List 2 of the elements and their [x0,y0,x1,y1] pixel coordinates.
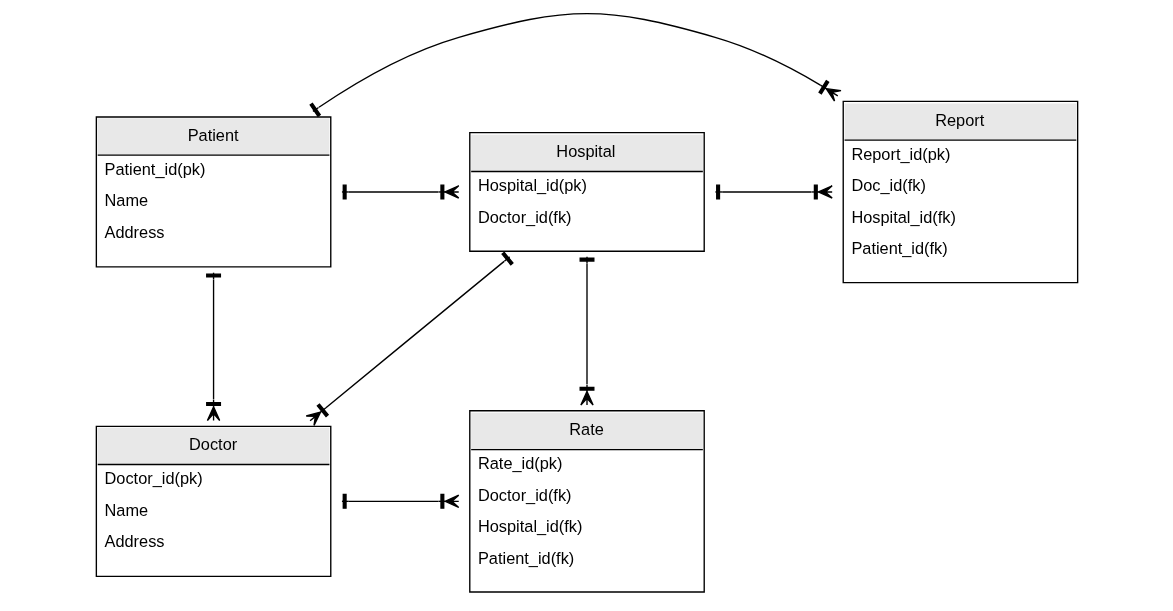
connector [305,251,514,427]
connector [308,12,842,118]
